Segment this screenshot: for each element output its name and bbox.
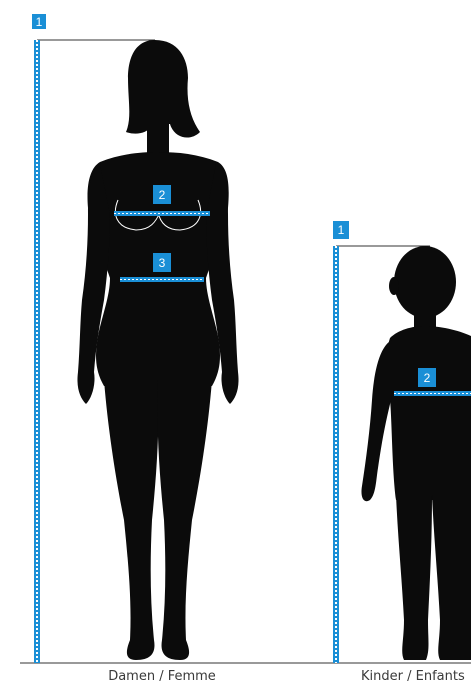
child-height-bar	[333, 246, 339, 663]
woman-silhouette	[77, 40, 238, 660]
woman-height-bar	[34, 40, 40, 663]
woman-waist-badge-number: 3	[159, 256, 166, 270]
child-chest-line	[394, 391, 471, 396]
child-silhouette	[361, 246, 471, 660]
child-caption: Kinder / Enfants	[361, 669, 465, 683]
woman-waist-badge: 3	[153, 253, 171, 272]
child-group: 1 2 Kinder / Enfants	[333, 221, 471, 683]
woman-chest-badge: 2	[153, 185, 171, 204]
woman-height-badge: 1	[32, 14, 46, 29]
child-chest-badge: 2	[418, 368, 436, 387]
child-height-badge-number: 1	[338, 223, 345, 237]
child-chest-badge-number: 2	[424, 371, 431, 385]
woman-chest-line	[114, 211, 210, 216]
woman-chest-badge-number: 2	[159, 188, 166, 202]
woman-group: 1 2 3 Damen / Femme	[32, 14, 239, 683]
child-height-badge: 1	[333, 221, 349, 239]
woman-height-badge-number: 1	[36, 15, 43, 29]
woman-caption: Damen / Femme	[108, 669, 216, 683]
woman-waist-line	[120, 277, 204, 282]
